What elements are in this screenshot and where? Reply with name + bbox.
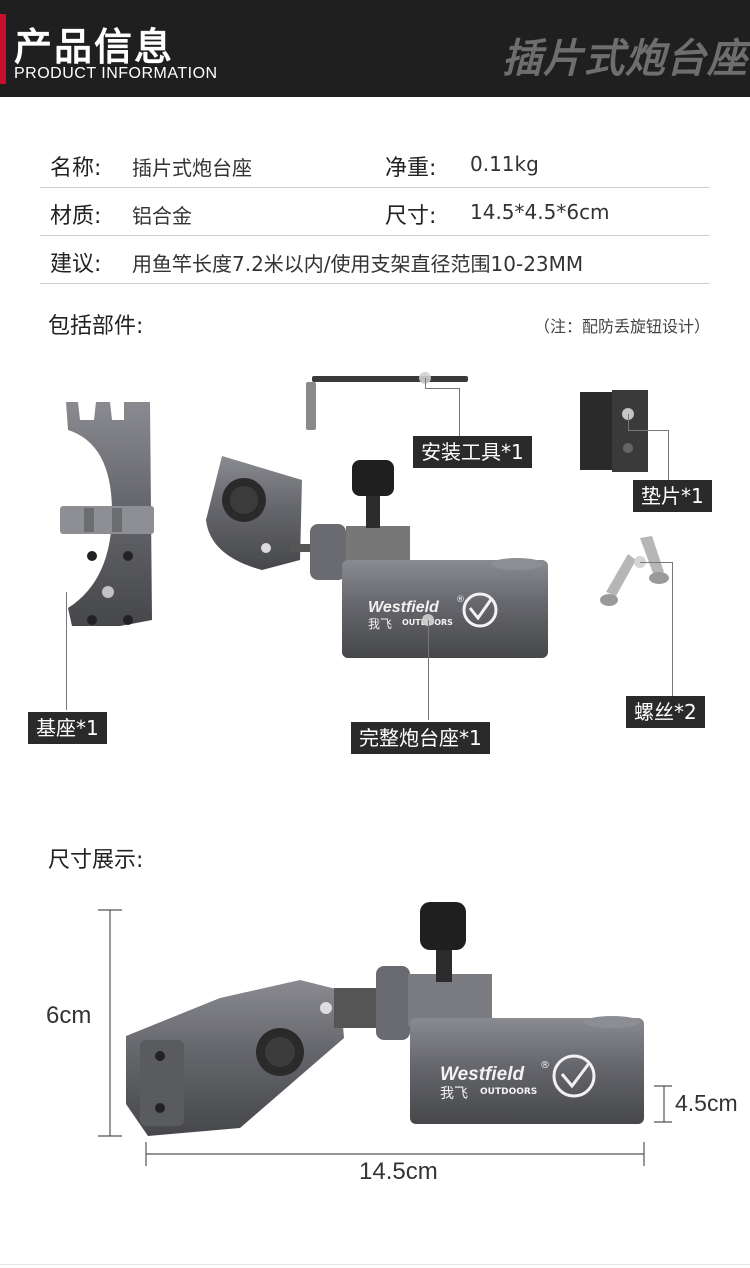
screws-icon — [600, 536, 669, 606]
spec-size-label: 尺寸: — [385, 204, 437, 229]
spec-row-material: 材质: 铝合金 尺寸: 14.5*4.5*6cm — [40, 188, 710, 236]
leader-tool-b — [425, 388, 459, 389]
brand-cn-large: 我飞 — [440, 1086, 468, 1102]
dimensions-section-title: 尺寸展示: — [48, 848, 144, 873]
brand-sub-large: OUTDOORS — [480, 1087, 537, 1097]
spec-row-advice: 建议: 用鱼竿长度7.2米以内/使用支架直径范围10-23MM — [40, 236, 710, 284]
dimension-diameter: 4.5cm — [675, 1090, 738, 1116]
leader-tool-a — [425, 378, 426, 388]
parts-illustration: Westfield ® OUTDOORS 我飞 — [60, 372, 669, 658]
header-title-cn: 产品信息 — [14, 25, 175, 69]
dimension-height: 6cm — [46, 1002, 92, 1029]
assembled-mount-icon: Westfield ® OUTDOORS 我飞 — [126, 902, 644, 1136]
leader-tool-c — [459, 388, 460, 436]
leader-screw-b — [672, 562, 673, 696]
spec-name-label: 名称: — [50, 156, 102, 181]
header-product-name: 插片式炮台座 — [502, 36, 748, 82]
leader-base — [66, 592, 67, 710]
spec-material-label: 材质: — [50, 204, 102, 229]
parts-section-title: 包括部件: — [48, 314, 144, 339]
leader-full — [428, 620, 429, 720]
spec-name-value: 插片式炮台座 — [132, 156, 252, 180]
spec-size-value: 14.5*4.5*6cm — [470, 200, 610, 224]
base-clamp-icon — [60, 402, 154, 626]
parts-note: （注：配防丢旋钮设计） — [533, 317, 710, 336]
header-banner: 产品信息 PRODUCT INFORMATION 插片式炮台座 — [0, 0, 750, 97]
brand-cn-small: 我飞 — [368, 617, 392, 631]
brand-name-large: Westfield — [440, 1064, 525, 1085]
brand-reg-large: ® — [540, 1060, 550, 1071]
brand-check-icon — [468, 597, 494, 621]
label-screw: 螺丝*2 — [626, 696, 705, 728]
bottom-divider — [0, 1264, 750, 1265]
brand-reg-small: ® — [456, 595, 465, 605]
leader-pad-a — [628, 414, 629, 430]
spec-advice-label: 建议: — [50, 252, 102, 277]
label-tool: 安装工具*1 — [413, 436, 532, 468]
dimension-illustration: Westfield ® OUTDOORS 我飞 — [98, 902, 672, 1166]
label-base: 基座*1 — [28, 712, 107, 744]
header-accent-bar — [0, 14, 6, 84]
label-full: 完整炮台座*1 — [351, 722, 490, 754]
brand-name-small: Westfield — [368, 599, 440, 616]
spec-advice-value: 用鱼竿长度7.2米以内/使用支架直径范围10-23MM — [132, 252, 584, 276]
spec-material-value: 铝合金 — [132, 204, 192, 228]
header-title-en: PRODUCT INFORMATION — [14, 65, 218, 82]
leader-screw-a — [640, 562, 672, 563]
spec-weight-label: 净重: — [385, 156, 437, 181]
spec-row-name: 名称: 插片式炮台座 净重: 0.11kg — [40, 140, 710, 188]
allen-key-icon — [306, 376, 468, 430]
full-mount-icon: Westfield ® OUTDOORS 我飞 — [206, 456, 548, 658]
pad-icon — [580, 390, 648, 472]
spec-weight-value: 0.11kg — [470, 152, 539, 176]
label-pad: 垫片*1 — [633, 480, 712, 512]
dimension-length: 14.5cm — [359, 1158, 438, 1185]
leader-pad-c — [668, 430, 669, 480]
leader-pad-b — [628, 430, 668, 431]
brand-check-icon-large — [560, 1061, 592, 1089]
